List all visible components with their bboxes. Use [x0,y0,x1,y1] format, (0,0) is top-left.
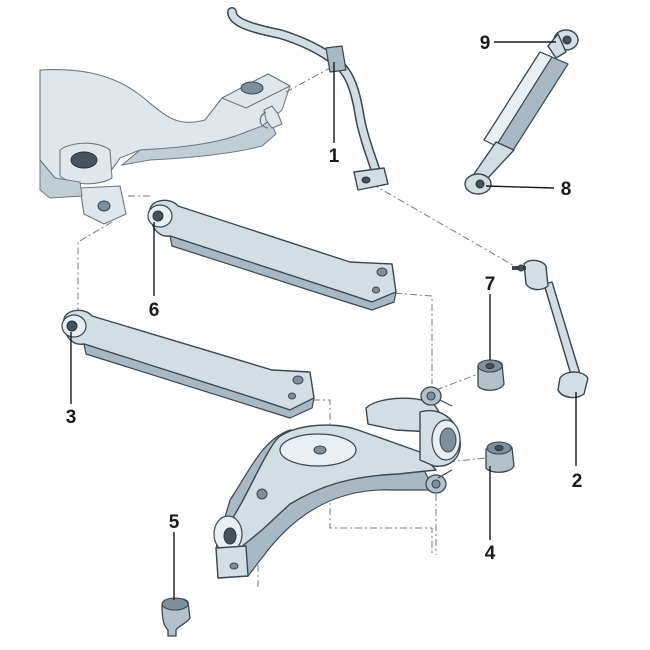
wheel-bearing-housing [213,386,461,579]
subframe [39,69,291,225]
callout-2: 2 [572,471,583,492]
callout-7: 7 [485,274,496,295]
stabilizer-bar [227,7,389,191]
callout-6: 6 [149,300,160,321]
callout-5: 5 [169,512,180,533]
bushing-upper [477,359,505,391]
bushing-lower [485,441,515,473]
leader-lines [70,41,577,600]
callout-9: 9 [480,33,491,54]
rubber-mount [161,597,191,637]
upper-transverse-link [147,199,397,311]
shock-absorber [464,29,579,195]
callout-4: 4 [485,543,496,564]
callout-3: 3 [66,407,77,428]
lower-transverse-link [61,309,315,419]
callout-labels: 1 2 3 4 5 6 7 8 9 [66,33,583,564]
coupling-rod [512,259,589,399]
callout-8: 8 [561,179,572,200]
callout-1: 1 [329,146,340,167]
